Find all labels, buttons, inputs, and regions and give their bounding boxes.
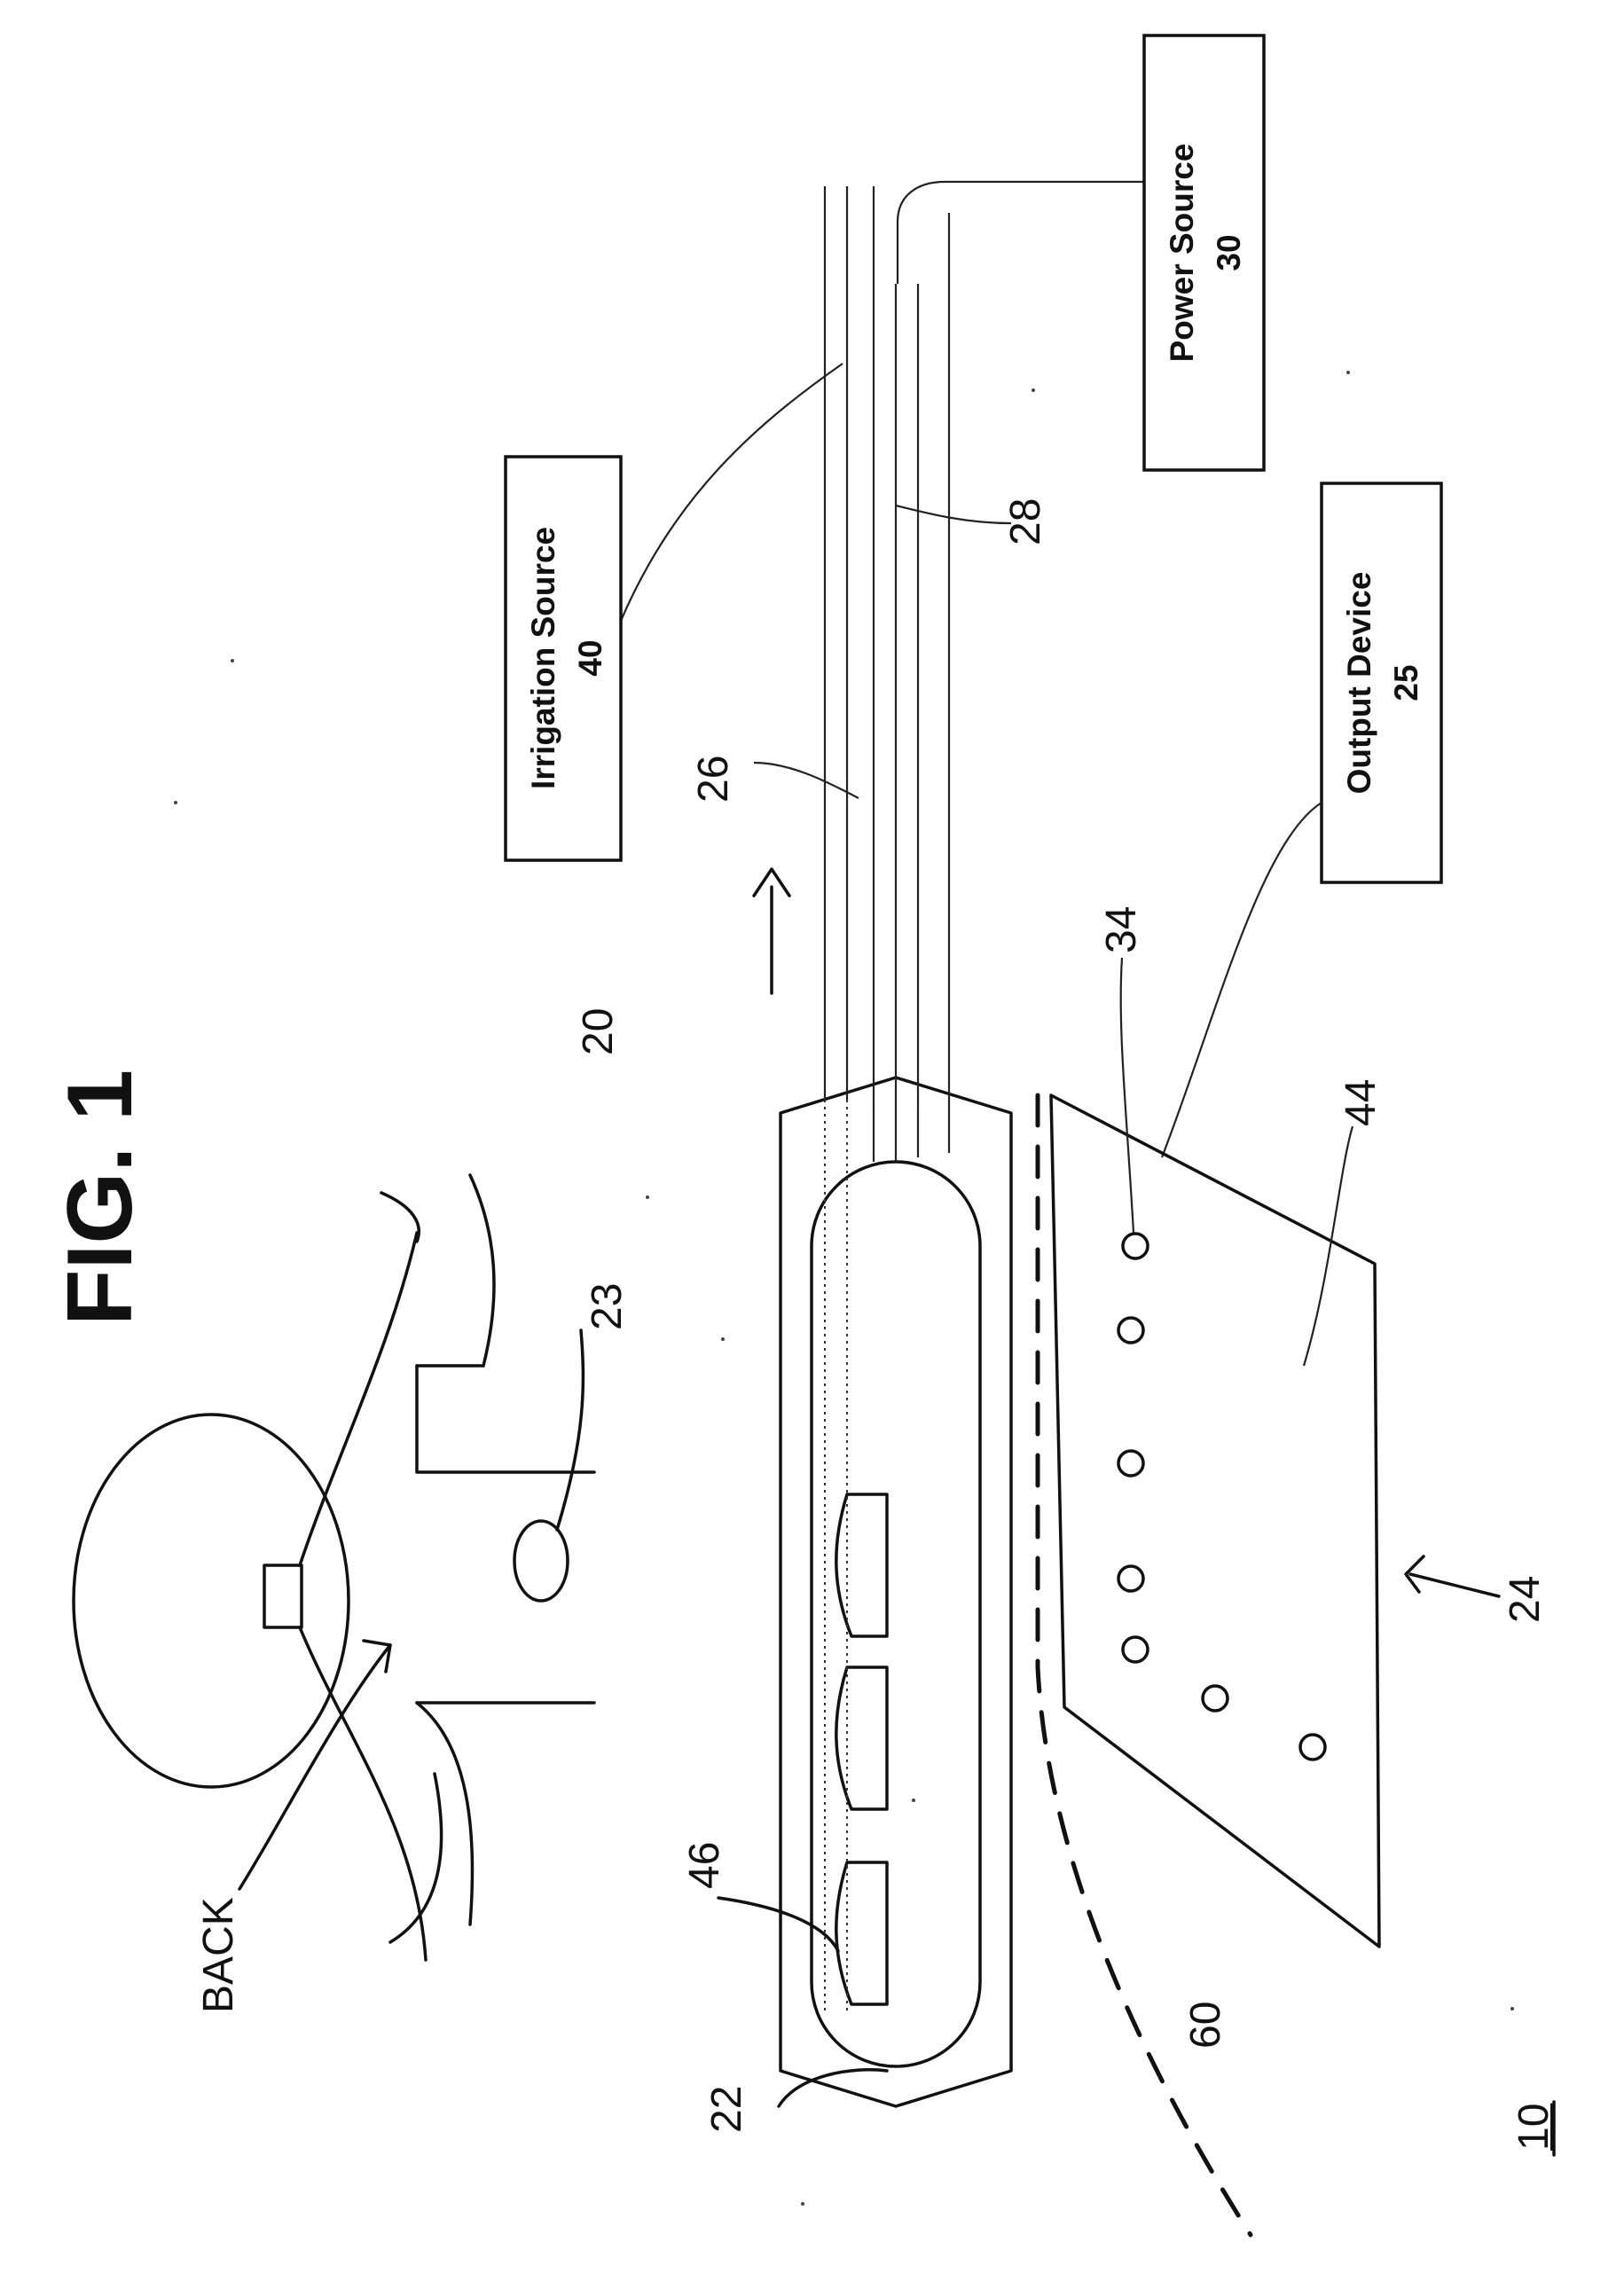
label-probe: 20 xyxy=(575,1008,622,1055)
patient-head xyxy=(74,1415,349,1787)
pad-surface-leader xyxy=(1304,1126,1353,1366)
torso-side-upper xyxy=(417,1366,594,1472)
target-area xyxy=(514,1521,568,1601)
pad-outline xyxy=(1051,1095,1379,1947)
scan-speckles xyxy=(174,371,1514,2206)
cables: 26 28 xyxy=(621,182,1144,1113)
figure-title: FIG. 1 xyxy=(49,1070,152,1326)
sensor-leader xyxy=(718,1898,838,1951)
output-device-name: Output Device xyxy=(1341,572,1377,795)
label-cable-28: 28 xyxy=(1002,498,1049,545)
electrode-leader xyxy=(1121,958,1134,1233)
electrode-array xyxy=(1118,1234,1325,1760)
electrode xyxy=(1118,1451,1143,1476)
target-leader xyxy=(557,1330,583,1530)
electrode xyxy=(1123,1637,1148,1662)
patient-neck xyxy=(264,1565,302,1627)
shoulder-lower xyxy=(300,1627,426,1960)
arm-lower xyxy=(390,1774,442,1942)
label-target: 23 xyxy=(584,1283,631,1330)
label-cable-26: 26 xyxy=(690,756,737,803)
pad-arrow xyxy=(1410,1574,1499,1596)
output-device-leader xyxy=(1162,803,1322,1157)
back-arrowhead xyxy=(364,1641,390,1672)
sensor-46a xyxy=(836,1494,887,1636)
shoulder-upper xyxy=(300,1233,417,1565)
electrode xyxy=(1300,1735,1325,1760)
label-capsule: 22 xyxy=(703,2086,750,2133)
electrode-pad: 34 44 24 xyxy=(1051,906,1549,1947)
irrigation-source-box: Irrigation Source 40 xyxy=(506,457,621,860)
arm-upper-outer xyxy=(470,1175,494,1366)
label-back: BACK xyxy=(195,1897,242,2013)
power-cable xyxy=(898,182,1144,284)
sensor-46c xyxy=(836,1862,887,2004)
output-device-number: 25 xyxy=(1388,664,1424,701)
cable-26-leader xyxy=(754,763,859,798)
label-electrode: 34 xyxy=(1098,906,1145,953)
electrode xyxy=(1118,1566,1143,1591)
irrigation-source-number: 40 xyxy=(572,639,608,676)
irrigation-leader xyxy=(621,364,843,621)
shoulder-upper-end xyxy=(381,1193,419,1242)
label-pad-surface: 44 xyxy=(1338,1079,1385,1126)
output-device-box: Output Device 25 xyxy=(1162,483,1441,1157)
sensor-46b xyxy=(836,1667,887,1809)
label-field: 60 xyxy=(1182,2002,1229,2049)
field-boundary xyxy=(1038,1095,1251,2235)
probe-housing xyxy=(781,1078,1011,2106)
label-sensor: 46 xyxy=(681,1842,728,1889)
cable-28-leader xyxy=(896,506,1011,523)
electrode xyxy=(1123,1234,1148,1258)
patient-sketch: 23 BACK xyxy=(74,1175,631,2013)
figure-number: 10 xyxy=(1510,2104,1557,2151)
probe-assembly: 20 22 46 xyxy=(575,869,1011,2133)
arm-lower-outer xyxy=(417,1703,473,1924)
power-source-box: Power Source 30 xyxy=(1144,35,1264,470)
irrigation-source-name: Irrigation Source xyxy=(525,527,561,789)
label-pad: 24 xyxy=(1502,1576,1549,1623)
power-source-name: Power Source xyxy=(1164,144,1200,363)
power-source-number: 30 xyxy=(1211,234,1247,270)
electrode xyxy=(1118,1318,1143,1343)
electrode xyxy=(1203,1686,1228,1711)
